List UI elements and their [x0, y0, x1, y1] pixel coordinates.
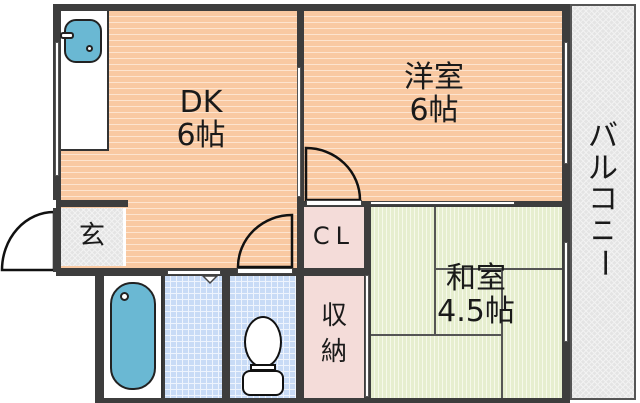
- toilet-tank-icon: [242, 370, 284, 396]
- room-toilet: [230, 276, 296, 398]
- partition-sliding-door: [297, 67, 301, 197]
- room-entrance: 玄: [61, 208, 123, 266]
- closet-label: CL: [312, 222, 356, 250]
- western-window: [564, 42, 568, 164]
- dk-window: [55, 42, 59, 176]
- western-name: 洋室: [404, 60, 464, 95]
- storage-line-2: 納: [320, 337, 347, 368]
- toilet-door-sill: [237, 268, 293, 274]
- japanese-name: 和室: [446, 261, 506, 296]
- western-size: 6帖: [409, 93, 459, 128]
- dk-size: 6帖: [176, 118, 226, 153]
- storage-line-1: 収: [320, 301, 347, 331]
- washroom-marker-icon: [202, 275, 218, 285]
- japanese-size: 4.5帖: [437, 294, 515, 329]
- bathtub-icon: [110, 282, 156, 390]
- tatami-seam: [434, 268, 562, 270]
- entrance-divider: [123, 208, 126, 266]
- toilet-bowl-icon: [244, 316, 282, 368]
- tatami-seam: [501, 268, 503, 398]
- toilet-door-icon: [236, 213, 294, 269]
- balcony-char-4: ニ: [591, 213, 615, 249]
- entrance-door-jamb: [53, 208, 57, 272]
- storage-label: 収 納: [304, 298, 364, 371]
- tatami-seam: [371, 334, 501, 336]
- dk-name: DK: [179, 85, 223, 120]
- balcony-char-1: バ: [588, 119, 618, 154]
- japanese-window: [564, 242, 568, 342]
- room-closet: CL: [304, 207, 364, 268]
- room-washroom: [165, 276, 222, 398]
- room-western: 洋室 6帖: [304, 11, 562, 201]
- western-door-sill: [306, 200, 362, 206]
- balcony-char-2: ル: [588, 150, 618, 186]
- balcony: バ ル コ ニ ー: [570, 4, 636, 400]
- sink-icon: [60, 19, 102, 63]
- room-japanese: 和室 4.5帖: [371, 207, 562, 398]
- japanese-sliding-door: [370, 201, 515, 205]
- washroom-door-sill: [167, 270, 221, 275]
- storage-sliding-door: [365, 275, 369, 397]
- western-door-icon: [304, 146, 362, 202]
- room-bath: [104, 276, 163, 398]
- japanese-label: 和室 4.5帖: [401, 262, 551, 328]
- balcony-char-3: コ: [588, 182, 618, 217]
- balcony-char-5: ー: [585, 247, 621, 278]
- western-label: 洋室 6帖: [374, 61, 494, 127]
- tatami-seam: [434, 207, 436, 334]
- room-storage: 収 納: [304, 276, 364, 398]
- balcony-label: バ ル コ ニ ー: [572, 121, 634, 279]
- entrance-door-icon: [0, 210, 56, 272]
- entrance-wall: [53, 200, 128, 207]
- kitchen-counter: [60, 11, 109, 151]
- entrance-label: 玄: [78, 221, 105, 251]
- dk-label: DK 6帖: [121, 86, 281, 152]
